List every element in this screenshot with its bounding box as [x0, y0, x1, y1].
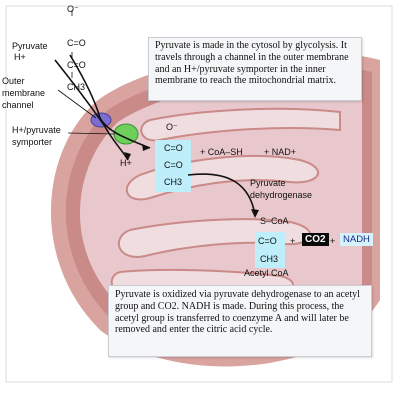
caption-bottom: Pyruvate is oxidized via pyruvate dehydr…: [108, 285, 372, 357]
h-plus-top-label: H+: [14, 52, 26, 62]
nad-label: + NAD+: [264, 147, 297, 157]
symporter-label-2: symporter: [12, 137, 53, 147]
pyruvate-top-o: O⁻: [67, 4, 79, 14]
outer-membrane-channel-label-3: channel: [2, 100, 34, 110]
pyruvate-matrix-o: O⁻: [166, 122, 178, 132]
symporter-label-1: H+/pyruvate: [12, 125, 61, 135]
h-plus-bottom-label: H+: [120, 158, 132, 168]
outer-membrane-channel-label-2: membrane: [2, 88, 46, 98]
reaction-arrow: [187, 173, 256, 216]
pyruvate-matrix-carbonyl2: C=O: [164, 160, 183, 170]
outer-membrane-channel-label-1: Outer: [2, 76, 25, 86]
pyruvate-top-carbonyl2: C=O: [67, 60, 86, 70]
h-path-arrow: [54, 59, 129, 161]
coa-sh-label: + CoA–SH: [200, 147, 243, 157]
pyruvate-top-methyl: CH3: [67, 82, 86, 92]
plus-sign-1: +: [290, 236, 296, 246]
acetyl-coa-label: Acetyl CoA: [244, 268, 289, 278]
pyruvate-path-arrow: [69, 54, 151, 149]
pyruvate-matrix-carbonyl1: C=O: [164, 143, 183, 153]
symporter-pointer: [67, 132, 116, 135]
nadh-box: NADH: [340, 233, 373, 246]
acetyl-methyl: CH3: [260, 254, 279, 264]
crista-3: [140, 107, 341, 142]
acetyl-coa-highlight: [255, 232, 285, 268]
enzyme-label-1: Pyruvate: [250, 178, 286, 188]
channel-pointer: [57, 89, 97, 119]
enzyme-label-2: dehydrogenase: [250, 190, 313, 200]
pyruvate-label: Pyruvate: [12, 41, 48, 51]
pyruvate-matrix-methyl: CH3: [164, 177, 183, 187]
acetyl-carbonyl: C=O: [258, 236, 277, 246]
pyruvate-top-carbonyl1: C=O: [67, 38, 86, 48]
caption-top: Pyruvate is made in the cytosol by glyco…: [148, 37, 362, 101]
acetyl-s-coa: S–CoA: [260, 216, 289, 226]
plus-sign-2: +: [330, 236, 336, 246]
crista-2: [118, 218, 312, 258]
pyruvate-matrix-highlight: [155, 140, 191, 192]
co2-box: CO2: [302, 233, 329, 246]
